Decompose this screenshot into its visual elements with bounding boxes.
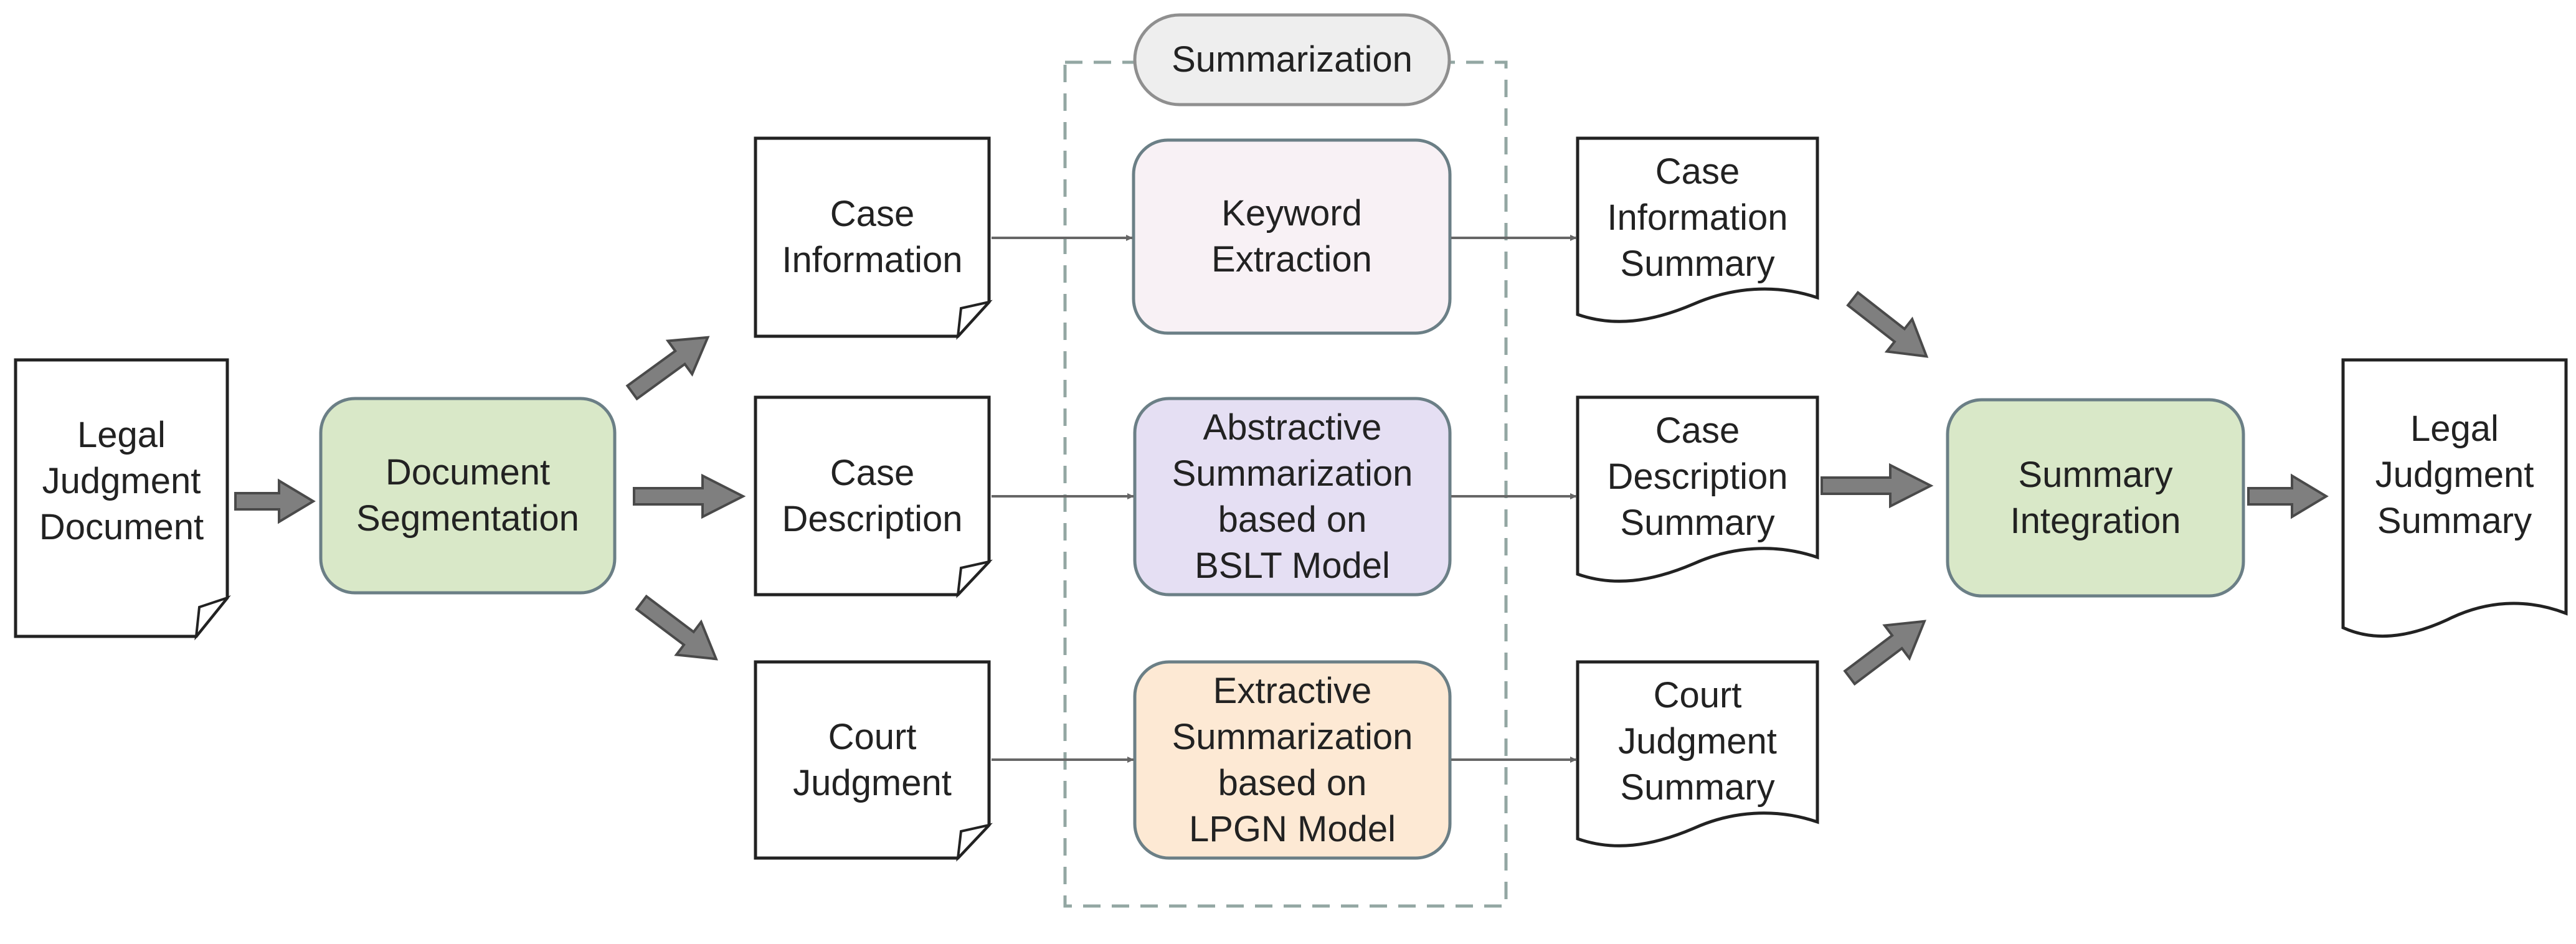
document-case-description-summary <box>1576 395 1819 583</box>
summarization-group-border <box>1063 60 1508 908</box>
document-legal-judgment-document-fold <box>194 595 231 641</box>
block-arrow-integration-to-legal-judgment-summary <box>2247 473 2329 519</box>
document-case-information-summary <box>1576 136 1819 323</box>
court-judgment-summary-label: Court Judgment Summary <box>1618 674 1777 808</box>
document-case-description-fold <box>956 559 993 598</box>
process-abstractive-summarization <box>1133 397 1452 597</box>
process-extractive-summarization <box>1133 660 1452 860</box>
keyword-extraction-label: Keyword Extraction <box>1211 193 1372 280</box>
process-keyword-extraction <box>1132 138 1452 335</box>
case-information-summary-label: Case Information Summary <box>1607 151 1788 284</box>
case-description-label: Case Description <box>782 452 963 539</box>
case-description-summary-label: Case Description Summary <box>1607 410 1788 543</box>
extractive-summarization-label: Extractive Summarization based on LPGN M… <box>1172 670 1413 849</box>
summary-integration-label: Summary Integration <box>2010 454 2181 541</box>
legal-judgment-summary-label: Legal Judgment Summary <box>2375 408 2534 541</box>
document-segmentation-label: Document Segmentation <box>356 452 579 539</box>
block-arrow-document-to-segmentation <box>234 478 316 524</box>
legal-judgment-document-label: Legal Judgment Document <box>39 415 204 547</box>
summarization-group-title: Summarization <box>1172 39 1413 80</box>
block-arrow-segmentation-to-case-information <box>625 336 710 401</box>
process-summary-integration <box>1946 398 2245 598</box>
court-judgment-label: Court Judgment <box>793 716 952 803</box>
block-arrow-case-information-summary-to-integration <box>1846 290 1929 358</box>
summarization-group-title-pill <box>1133 13 1451 106</box>
block-arrow-segmentation-to-court-judgment <box>635 594 718 661</box>
block-arrow-court-judgment-summary-to-integration <box>1843 620 1926 686</box>
block-arrow-case-description-summary-to-integration <box>1821 463 1934 509</box>
block-arrow-segmentation-to-case-description <box>633 473 746 519</box>
document-case-information-fold <box>956 300 993 340</box>
document-court-judgment-summary <box>1576 660 1819 847</box>
process-document-segmentation <box>319 397 617 595</box>
document-legal-judgment-summary <box>2341 358 2568 638</box>
document-court-judgment-fold <box>956 823 993 862</box>
abstractive-summarization-label: Abstractive Summarization based on BSLT … <box>1172 407 1413 586</box>
case-information-label: Case Information <box>782 194 963 280</box>
